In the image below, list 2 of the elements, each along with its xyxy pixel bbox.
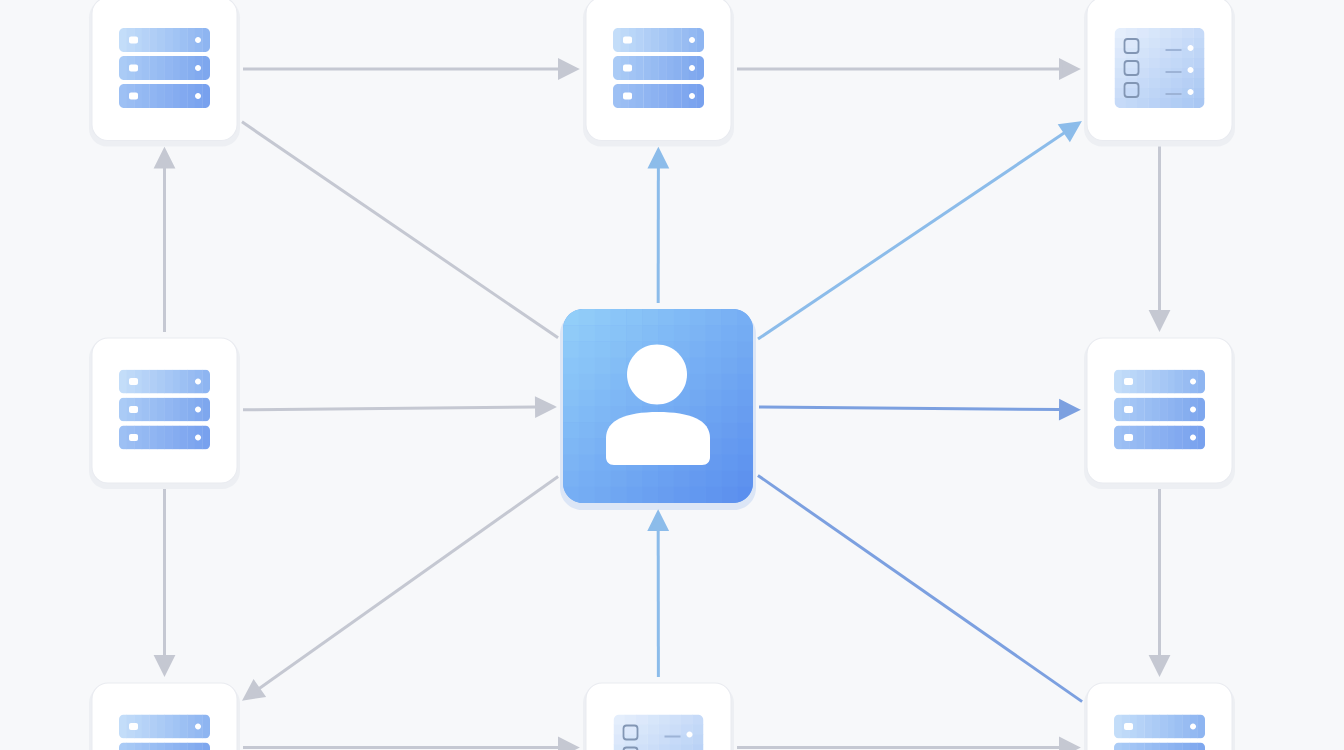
connector-line [241, 120, 559, 339]
connector-line [757, 474, 1083, 703]
